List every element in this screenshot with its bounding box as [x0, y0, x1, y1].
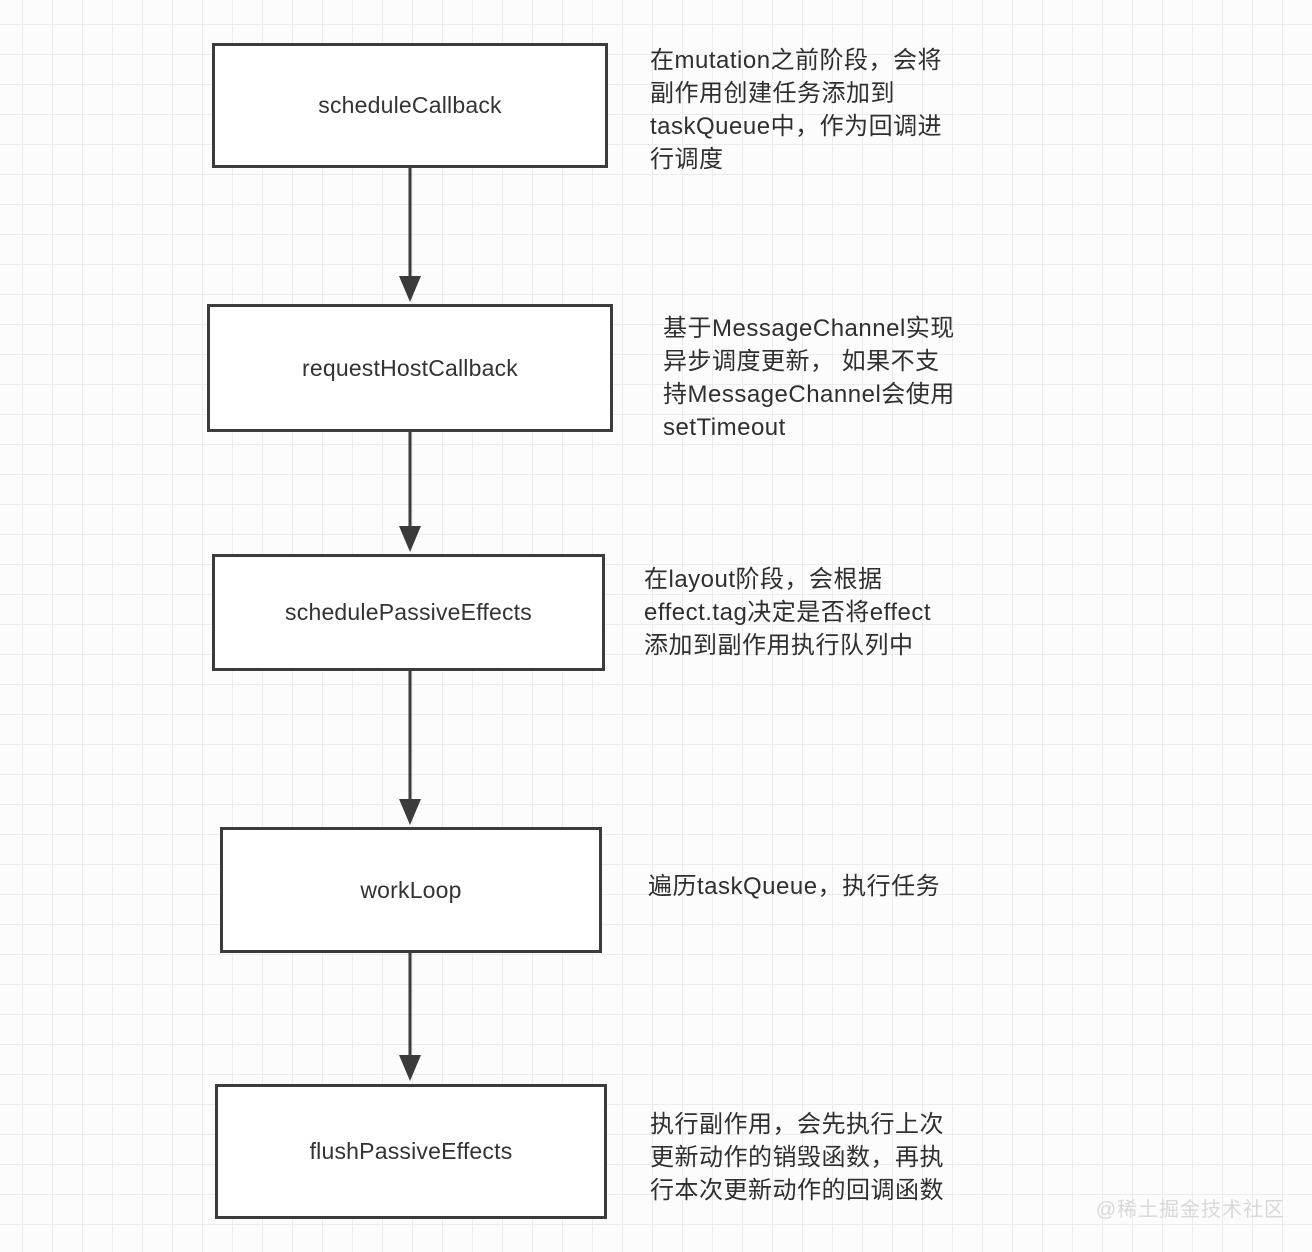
flow-arrow-down-icon [397, 432, 423, 552]
note-line: 添加到副作用执行队列中 [644, 632, 914, 659]
note-work-loop: 遍历taskQueue，执行任务 [648, 870, 940, 903]
note-line: effect.tag决定是否将effect [644, 599, 932, 626]
arrow-line [408, 953, 412, 1059]
node-schedule-callback: scheduleCallback [212, 43, 608, 168]
node-schedule-passive-effects: schedulePassiveEffects [212, 554, 605, 671]
note-line: 基于MessageChannel实现 [663, 315, 955, 342]
node-label: flushPassiveEffects [309, 1138, 513, 1164]
flow-arrow-down-icon [397, 671, 423, 825]
flow-arrow-down-icon [397, 168, 423, 302]
node-label: workLoop [360, 876, 462, 903]
arrow-line [408, 671, 412, 803]
note-line: 持MessageChannel会使用 [663, 381, 955, 408]
node-request-host-callback: requestHostCallback [207, 304, 613, 432]
arrow-line [408, 168, 412, 280]
note-line: setTimeout [663, 414, 786, 441]
arrow-line [408, 432, 412, 530]
node-label: scheduleCallback [318, 92, 502, 118]
note-schedule-callback: 在mutation之前阶段，会将 副作用创建任务添加到 taskQueue中，作… [650, 44, 942, 176]
note-line: 遍历taskQueue，执行任务 [648, 873, 941, 900]
note-line: 在layout阶段，会根据 [644, 566, 883, 593]
arrow-head [399, 1055, 421, 1081]
node-flush-passive-effects: flushPassiveEffects [215, 1084, 607, 1219]
node-work-loop: workLoop [220, 827, 602, 953]
arrow-head [399, 276, 421, 302]
watermark: @稀土掘金技术社区 [1095, 1199, 1285, 1221]
note-line: 执行副作用，会先执行上次 [650, 1111, 944, 1138]
note-line: taskQueue中，作为回调进 [650, 113, 943, 140]
note-request-host-callback: 基于MessageChannel实现 异步调度更新， 如果不支 持Message… [663, 312, 955, 444]
note-line: 行本次更新动作的回调函数 [650, 1177, 944, 1204]
node-label: requestHostCallback [301, 354, 518, 381]
note-line: 副作用创建任务添加到 [650, 80, 895, 107]
arrow-head [399, 799, 421, 825]
note-line: 更新动作的销毁函数，再执 [650, 1144, 944, 1171]
node-label: schedulePassiveEffects [285, 599, 532, 625]
note-schedule-passive-effects: 在layout阶段，会根据 effect.tag决定是否将effect 添加到副… [644, 563, 931, 662]
note-line: 行调度 [650, 146, 724, 173]
note-flush-passive-effects: 执行副作用，会先执行上次 更新动作的销毁函数，再执 行本次更新动作的回调函数 [650, 1108, 944, 1207]
arrow-head [399, 526, 421, 552]
note-line: 在mutation之前阶段，会将 [650, 47, 943, 74]
note-line: 异步调度更新， 如果不支 [663, 348, 940, 375]
flow-arrow-down-icon [397, 953, 423, 1081]
